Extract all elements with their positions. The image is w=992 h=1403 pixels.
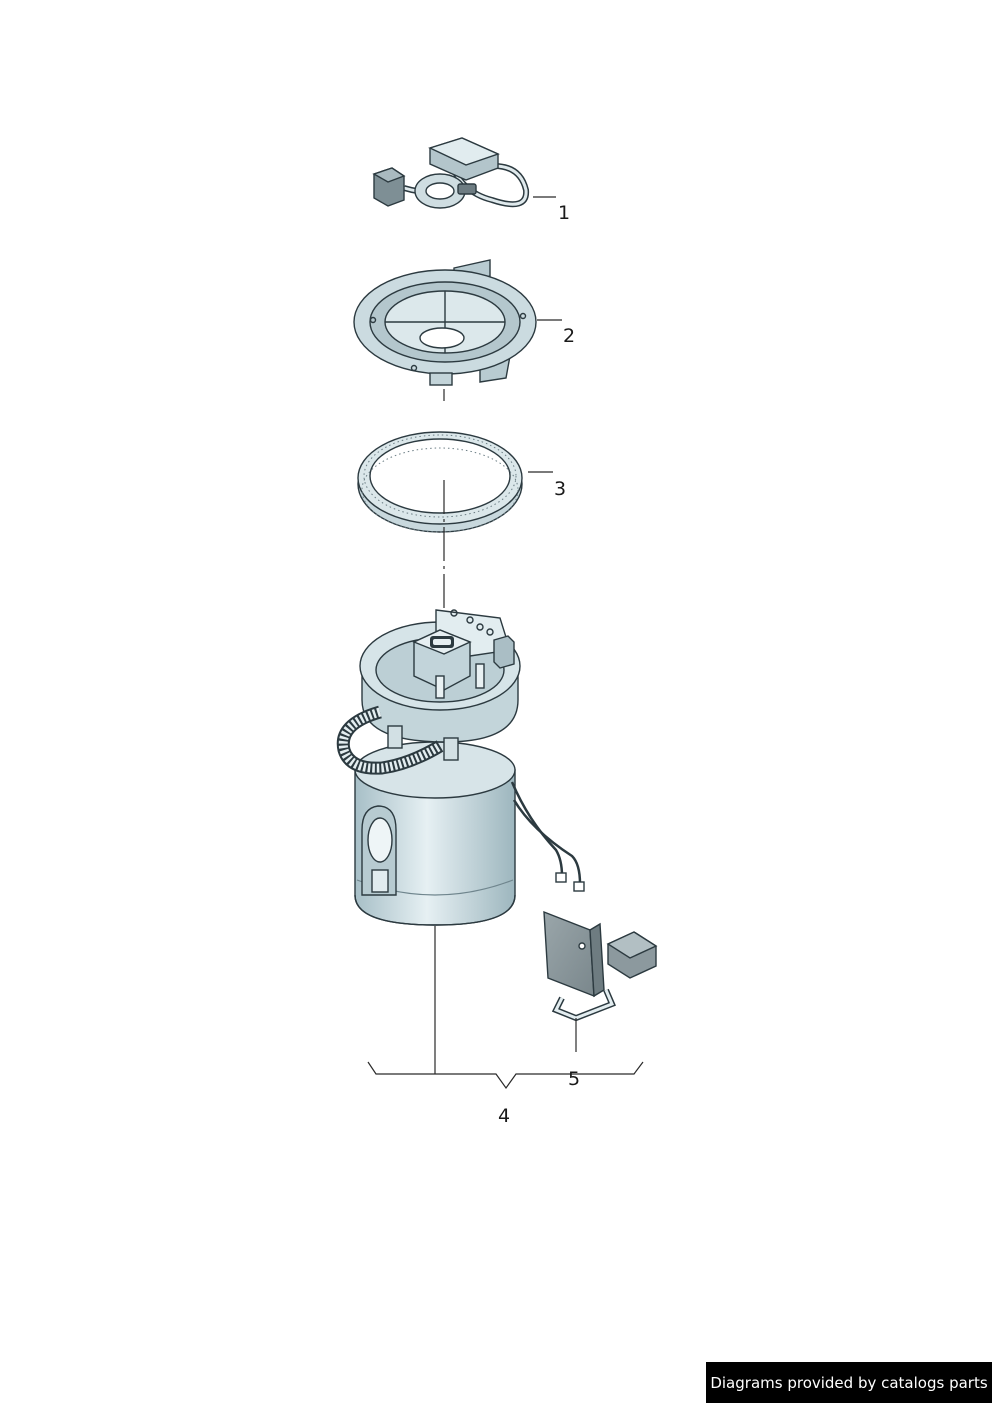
callout-2: 2 <box>563 325 575 347</box>
callout-1: 1 <box>558 202 570 224</box>
part-4-fuel-pump-module[interactable] <box>336 609 585 926</box>
part-3-seal-ring[interactable] <box>357 431 523 533</box>
part-1-wiring-harness[interactable] <box>372 137 530 209</box>
leader-lines <box>367 196 644 1090</box>
credit-banner: Diagrams provided by catalogs parts <box>706 1362 992 1403</box>
callout-3: 3 <box>554 478 566 500</box>
callout-labels: 1 2 3 5 4 <box>498 202 580 1127</box>
part-2-flange-ring[interactable] <box>353 259 537 386</box>
part-5-level-sender[interactable] <box>543 910 658 1022</box>
callout-5: 5 <box>568 1068 580 1090</box>
callout-4: 4 <box>498 1105 510 1127</box>
